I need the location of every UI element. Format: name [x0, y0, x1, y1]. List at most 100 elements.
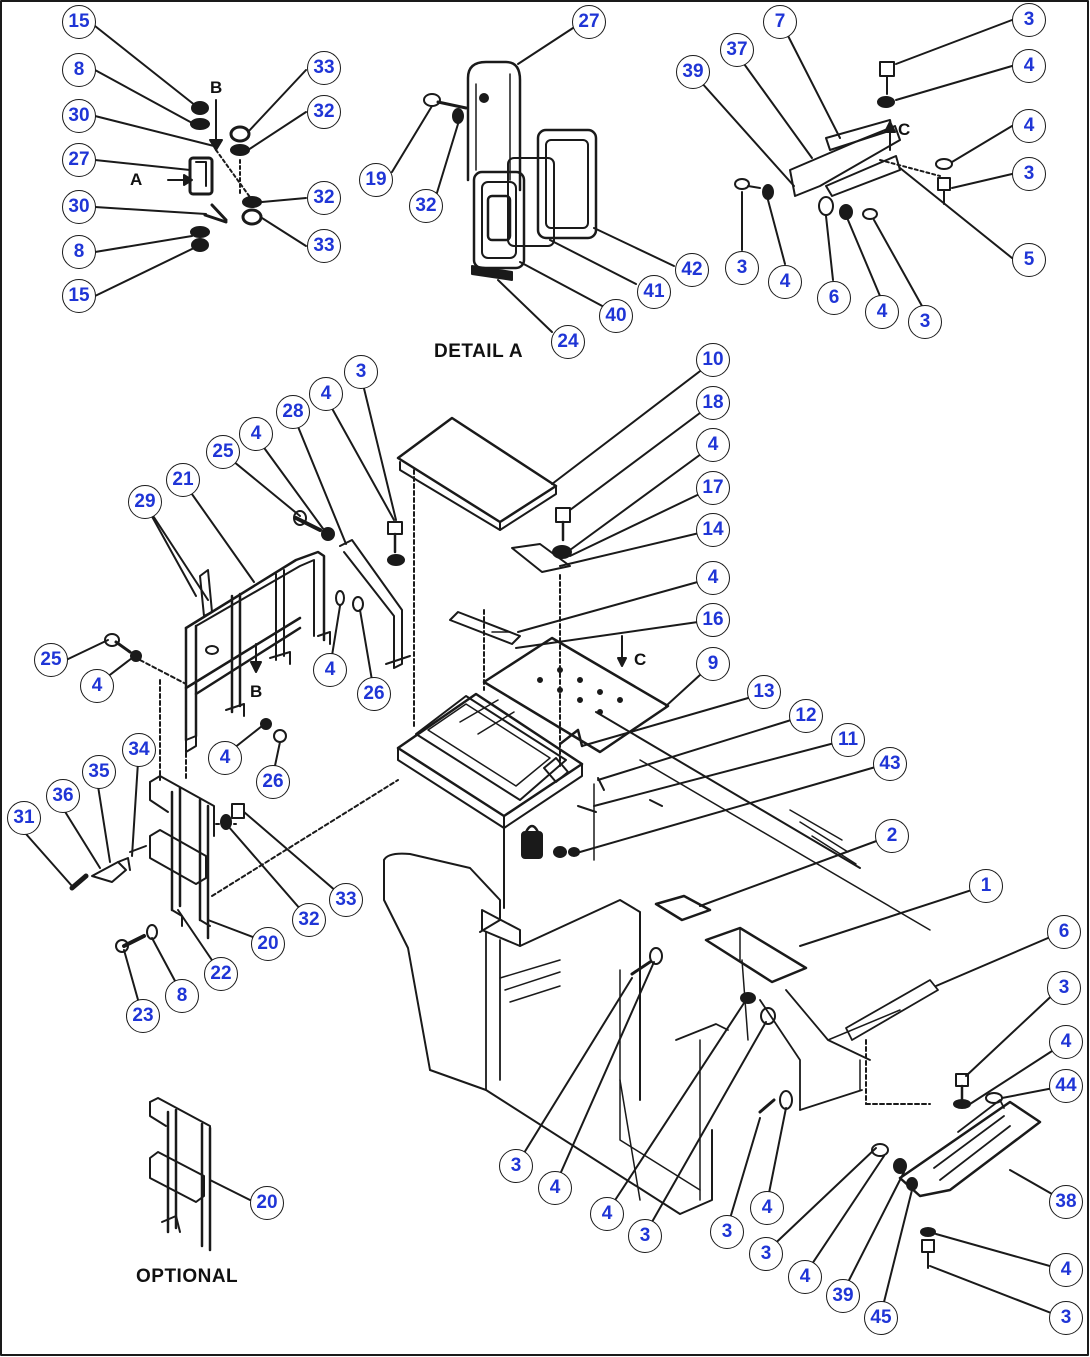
callout-25: 25	[34, 643, 68, 677]
callout-4: 4	[80, 669, 114, 703]
callout-12: 12	[789, 699, 823, 733]
callout-41: 41	[637, 275, 671, 309]
callout-4: 4	[768, 265, 802, 299]
callout-3: 3	[725, 251, 759, 285]
callout-10: 10	[696, 343, 730, 377]
callout-15: 15	[62, 5, 96, 39]
callout-33: 33	[329, 883, 363, 917]
callout-31: 31	[7, 801, 41, 835]
callout-20: 20	[251, 927, 285, 961]
callout-4: 4	[309, 377, 343, 411]
callout-17: 17	[696, 471, 730, 505]
callout-3: 3	[1012, 157, 1046, 191]
callout-8: 8	[165, 979, 199, 1013]
callout-44: 44	[1049, 1069, 1083, 1103]
callout-3: 3	[344, 355, 378, 389]
callout-8: 8	[62, 235, 96, 269]
callout-33: 33	[307, 51, 341, 85]
callout-45: 45	[864, 1301, 898, 1335]
callout-19: 19	[359, 163, 393, 197]
callout-4: 4	[208, 741, 242, 775]
callout-1: 1	[969, 869, 1003, 903]
callout-25: 25	[206, 435, 240, 469]
callout-30: 30	[62, 99, 96, 133]
callout-15: 15	[62, 279, 96, 313]
callout-5: 5	[1012, 243, 1046, 277]
callout-37: 37	[720, 33, 754, 67]
callout-42: 42	[675, 253, 709, 287]
callout-30: 30	[62, 190, 96, 224]
view-b-label-main: B	[250, 682, 263, 701]
callout-40: 40	[599, 299, 633, 333]
callout-4: 4	[750, 1191, 784, 1225]
callout-3: 3	[499, 1149, 533, 1183]
callout-4: 4	[590, 1197, 624, 1231]
detail-a-parts	[391, 27, 675, 333]
view-a-label: A	[130, 170, 143, 189]
callout-14: 14	[696, 513, 730, 547]
callout-4: 4	[696, 561, 730, 595]
detail-a-caption: DETAIL A	[434, 341, 524, 362]
callout-8: 8	[62, 53, 96, 87]
view-c-label-main: C	[634, 650, 647, 669]
callout-6: 6	[1047, 915, 1081, 949]
railing-parts	[25, 371, 411, 1015]
callout-32: 32	[307, 95, 341, 129]
callout-3: 3	[1049, 1301, 1083, 1335]
callout-16: 16	[696, 603, 730, 637]
callout-4: 4	[865, 295, 899, 329]
view-c-label: C	[898, 120, 911, 139]
callout-3: 3	[628, 1219, 662, 1253]
callout-3: 3	[1047, 971, 1081, 1005]
callout-3: 3	[1012, 3, 1046, 37]
callout-4: 4	[788, 1260, 822, 1294]
callout-27: 27	[62, 143, 96, 177]
callout-24: 24	[551, 325, 585, 359]
callout-4: 4	[313, 653, 347, 687]
callout-38: 38	[1049, 1185, 1083, 1219]
callout-39: 39	[676, 55, 710, 89]
callout-4: 4	[538, 1171, 572, 1205]
callout-35: 35	[82, 755, 116, 789]
callout-32: 32	[292, 903, 326, 937]
callout-26: 26	[357, 677, 391, 711]
detail-c-parts	[691, 19, 1013, 307]
callout-2: 2	[875, 819, 909, 853]
optional-caption: OPTIONAL	[136, 1266, 239, 1287]
callout-20: 20	[250, 1186, 284, 1220]
callout-3: 3	[908, 305, 942, 339]
callout-4: 4	[696, 428, 730, 462]
main-assembly	[383, 361, 1067, 1319]
callout-32: 32	[409, 189, 443, 223]
callout-27: 27	[572, 5, 606, 39]
callout-4: 4	[239, 417, 273, 451]
callout-34: 34	[122, 733, 156, 767]
callout-32: 32	[307, 181, 341, 215]
callout-39: 39	[826, 1279, 860, 1313]
callout-4: 4	[1049, 1025, 1083, 1059]
callout-6: 6	[817, 281, 851, 315]
callout-4: 4	[1049, 1253, 1083, 1287]
callout-21: 21	[166, 463, 200, 497]
callout-23: 23	[126, 999, 160, 1033]
detail-b-parts	[94, 25, 307, 297]
callout-33: 33	[307, 229, 341, 263]
callout-3: 3	[710, 1215, 744, 1249]
callout-28: 28	[276, 395, 310, 429]
callout-26: 26	[256, 765, 290, 799]
callout-11: 11	[831, 723, 865, 757]
callout-43: 43	[873, 747, 907, 781]
callout-29: 29	[128, 485, 162, 519]
callout-13: 13	[747, 675, 781, 709]
callout-7: 7	[763, 5, 797, 39]
callout-9: 9	[696, 647, 730, 681]
optional-ladder	[149, 1097, 251, 1252]
callout-4: 4	[1012, 109, 1046, 143]
callout-18: 18	[696, 386, 730, 420]
callout-36: 36	[46, 779, 80, 813]
callout-22: 22	[204, 957, 238, 991]
callout-3: 3	[749, 1237, 783, 1271]
view-b-label: B	[210, 78, 223, 97]
